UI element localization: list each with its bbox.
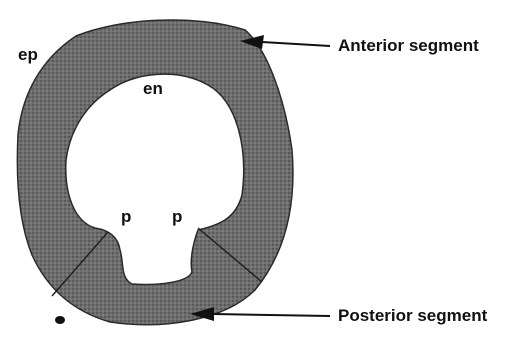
label-papillary-left: p <box>121 207 131 226</box>
label-endocardium: en <box>143 79 163 98</box>
posterior-pointer <box>190 307 330 321</box>
ink-mark <box>55 316 65 324</box>
ventricular-wall <box>17 20 293 325</box>
label-epicardium: ep <box>18 45 38 64</box>
label-posterior-segment: Posterior segment <box>338 306 488 325</box>
label-papillary-right: p <box>172 207 182 226</box>
label-anterior-segment: Anterior segment <box>338 36 479 55</box>
